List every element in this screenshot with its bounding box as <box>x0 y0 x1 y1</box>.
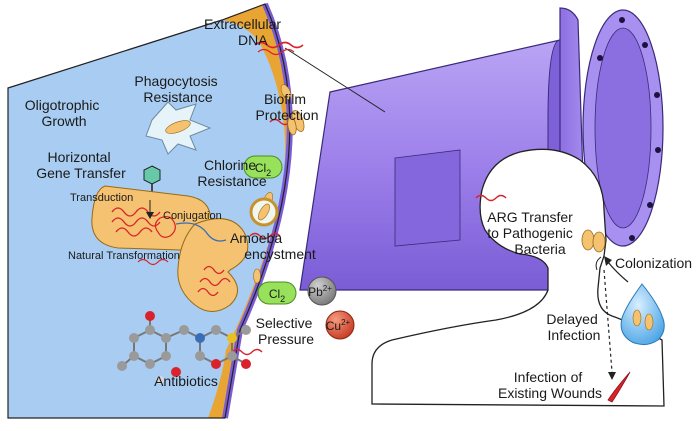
label-colonization: Colonization <box>615 255 692 271</box>
wound-icon <box>607 371 631 403</box>
bacterium-recipient <box>177 218 249 312</box>
amoeba-cyst-icon <box>249 197 279 227</box>
delayed-infection-arrow <box>603 269 613 373</box>
label-conjugation: Conjugation <box>163 210 222 222</box>
label-biofilm-protection: Biofilm Protection <box>255 91 318 123</box>
label-delayed-infection: Delayed Infection <box>546 311 601 343</box>
biofilm-bacterium <box>253 268 261 284</box>
svg-text:Cl2: Cl2 <box>255 161 271 178</box>
biofilm-bacterium <box>280 84 292 100</box>
colonization-arrow <box>607 261 629 283</box>
label-extracellular-dna: Extracellular DNA <box>204 16 285 48</box>
pathogen-pair-icon <box>581 229 606 253</box>
label-selective-pressure: Selective Pressure <box>256 315 317 347</box>
svg-text:Cl2: Cl2 <box>269 287 285 304</box>
dna-fragment <box>231 348 263 356</box>
chlorine-badge-2: Cl2 <box>257 281 297 305</box>
plasmid-dna <box>154 216 176 238</box>
label-oligotrophic-growth: Oligotrophic Growth <box>25 97 104 129</box>
lead-ion-badge: Pb2+ <box>307 276 337 306</box>
svg-text:Pb2+: Pb2+ <box>308 284 332 299</box>
antibiotic-atoms <box>117 311 251 384</box>
conjugation-pilus <box>175 222 227 242</box>
label-transduction: Transduction <box>70 192 133 204</box>
svg-text:Cu2+: Cu2+ <box>326 318 351 333</box>
label-arg-transfer: ARG Transfer to Pathogenic Bacteria <box>487 209 577 257</box>
dna-fragment <box>249 232 281 240</box>
water-pipe <box>284 7 664 291</box>
bacterium-donor <box>91 185 212 251</box>
label-wound-infection: Infection of Existing Wounds <box>498 369 602 401</box>
water-droplet-icon <box>620 283 665 346</box>
label-phagocytosis-resistance: Phagocytosis Resistance <box>134 73 221 105</box>
biofilm-bacterium-protected <box>287 116 297 136</box>
label-antibiotics: Antibiotics <box>154 373 218 389</box>
label-amoeba-encystment: Amoeba encystment <box>230 230 316 262</box>
chlorine-badge: Cl2 <box>243 155 283 179</box>
label-chlorine-resistance: Chlorine Resistance <box>197 157 266 189</box>
label-natural-transformation: Natural Transformation <box>68 250 180 262</box>
human-head-silhouette <box>371 148 665 407</box>
dna-fragment <box>475 194 507 202</box>
copper-ion-badge: Cu2+ <box>325 310 355 340</box>
extracellular-dna-strand <box>254 41 304 49</box>
transferred-dna <box>197 265 231 297</box>
free-dna-uptake <box>137 258 169 266</box>
label-horizontal-gene-transfer: Horizontal Gene Transfer <box>36 149 126 181</box>
